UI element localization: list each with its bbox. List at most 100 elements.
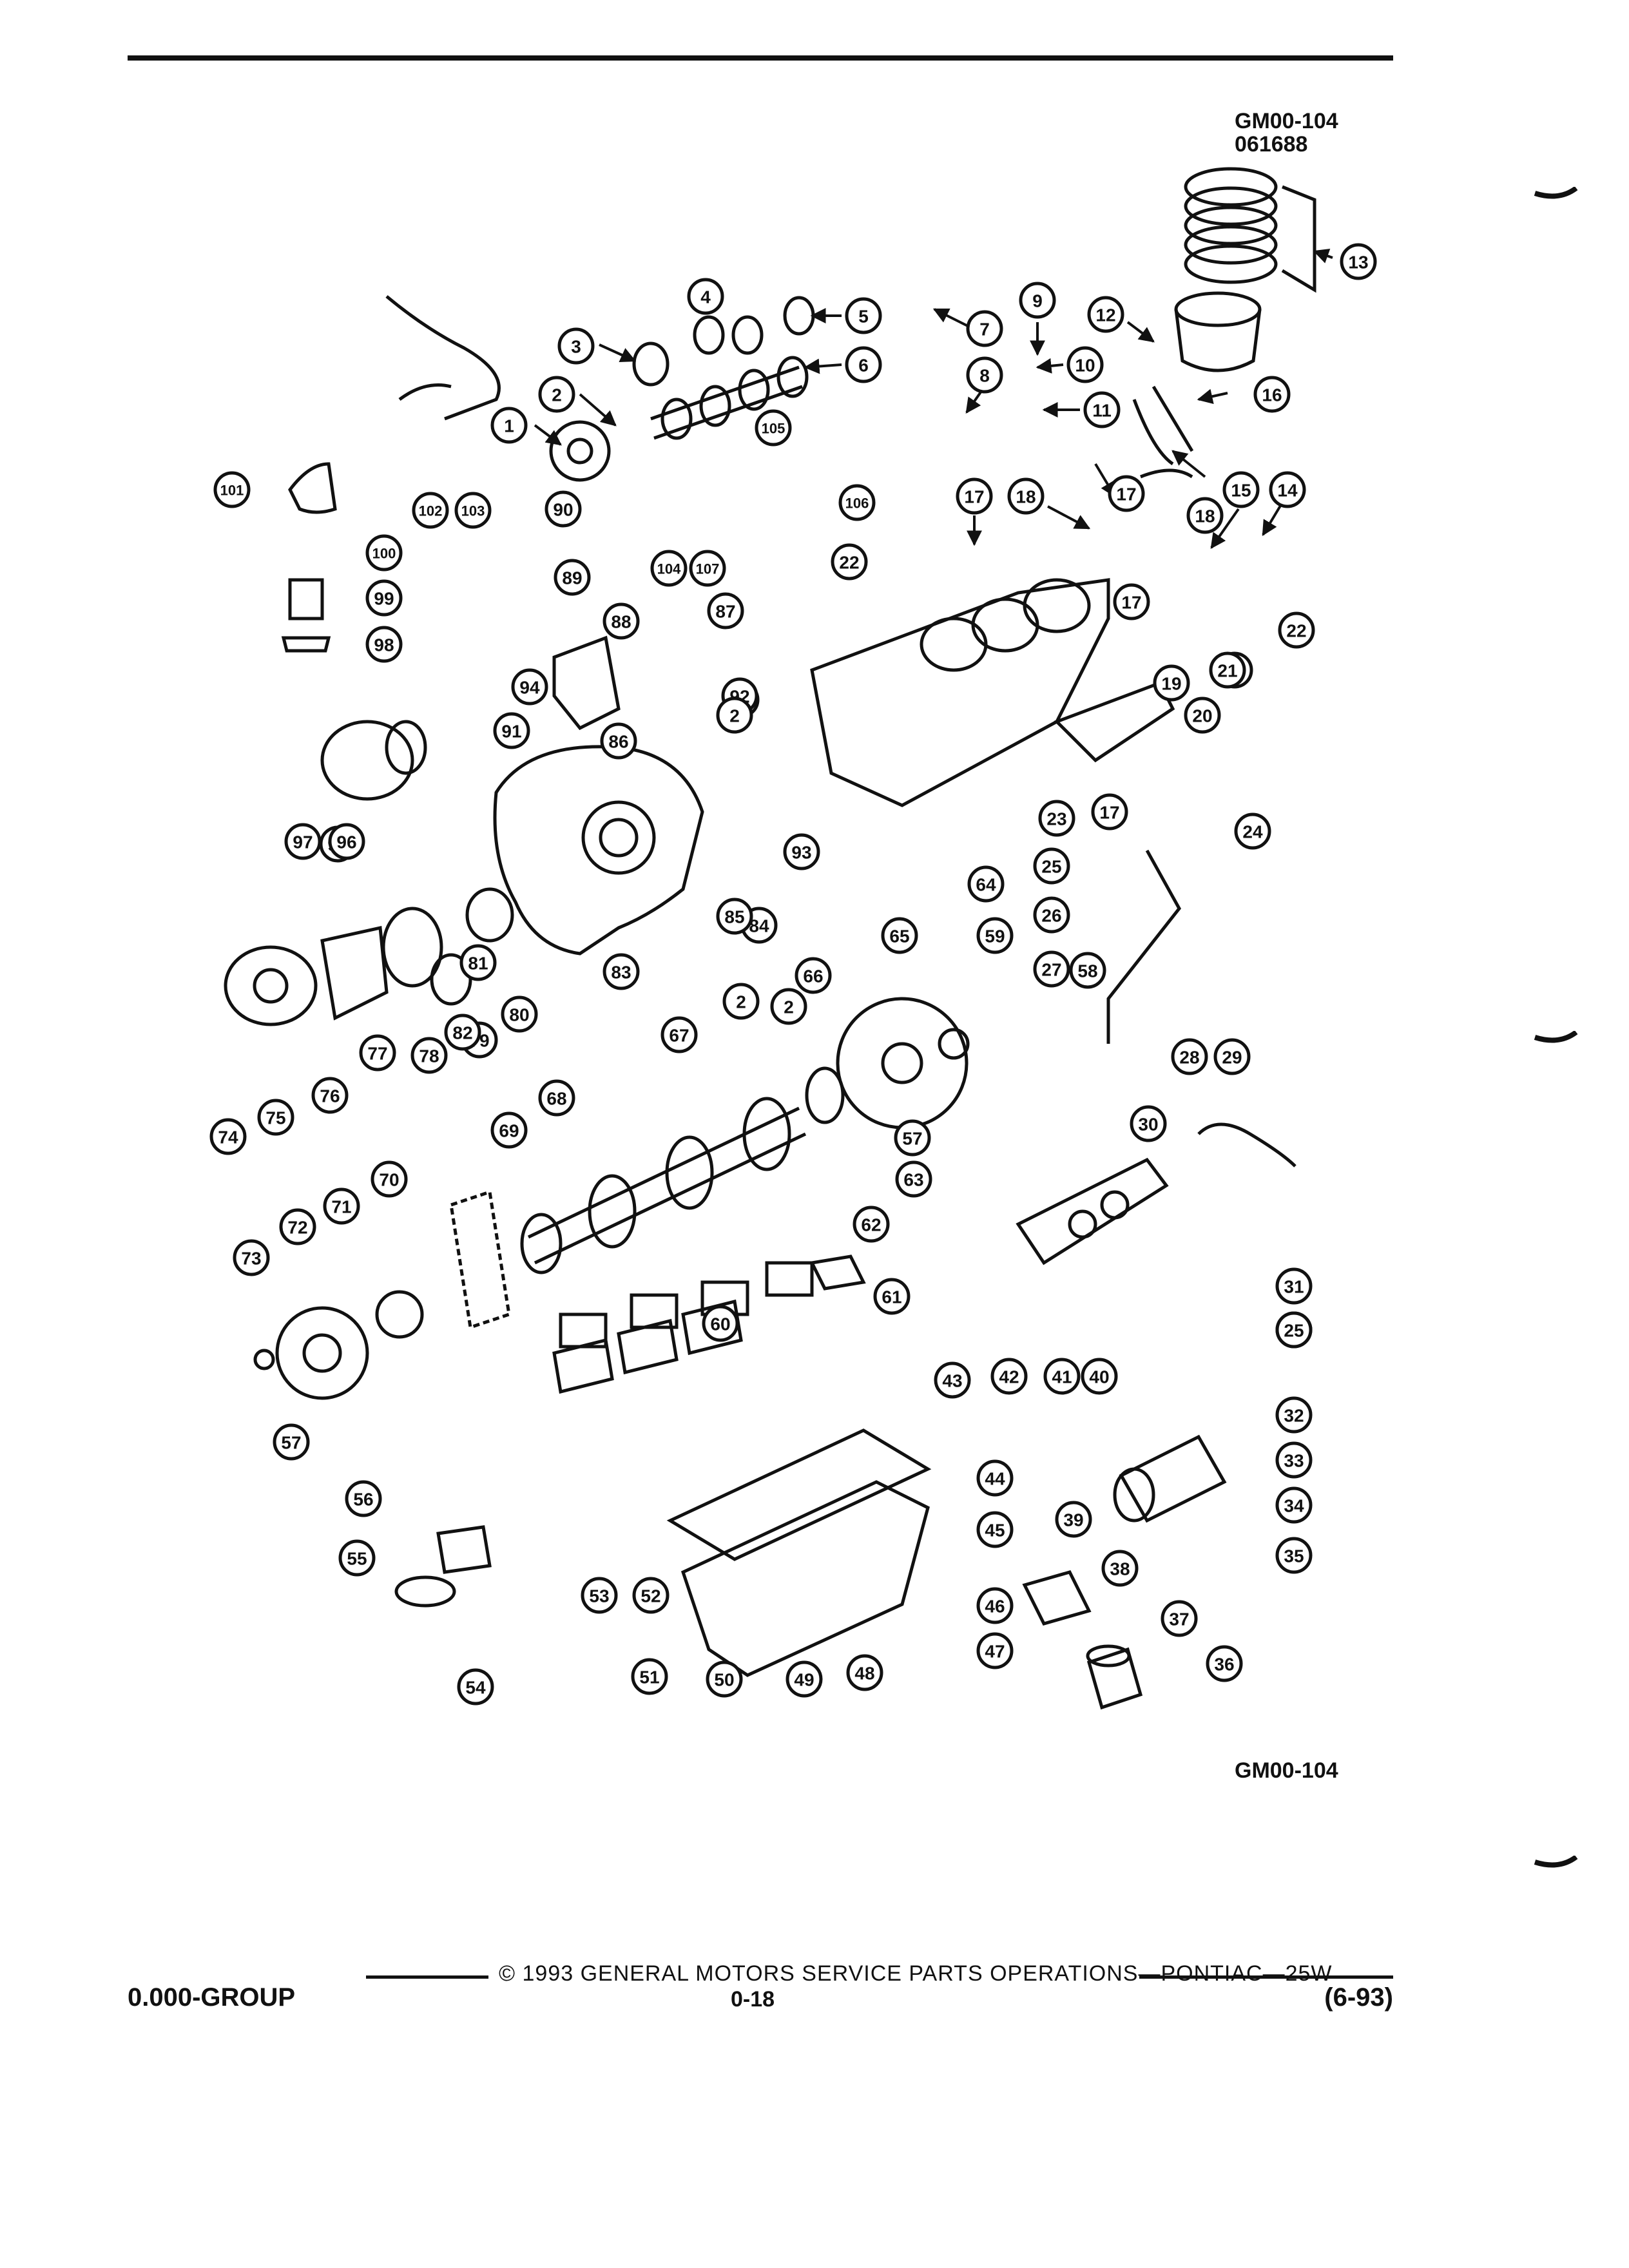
callout-circle: [1275, 1441, 1313, 1479]
callout-number: 86: [608, 732, 628, 752]
callout-number: 63: [903, 1170, 923, 1190]
callout-circle: [956, 477, 993, 515]
callout-circle: [1087, 296, 1124, 333]
callout-57: 57: [273, 1423, 310, 1461]
callout-number: 43: [942, 1371, 962, 1391]
callout-13: 13: [1340, 243, 1377, 280]
callout-number: 81: [468, 954, 488, 974]
callout-100: 100: [365, 534, 403, 572]
callout-circle: [1209, 651, 1246, 689]
callout-14: 14: [1269, 471, 1306, 508]
callout-number: 17: [964, 487, 984, 507]
callout-number: 76: [320, 1086, 340, 1106]
callout-circle: [213, 471, 251, 508]
callout-circle: [1081, 1358, 1118, 1395]
revision-date: (6-93): [1324, 1983, 1393, 2012]
callout-number: 39: [1063, 1510, 1083, 1530]
callout-18: 18: [1186, 497, 1224, 534]
callout-circle: [1066, 346, 1104, 383]
callout-number: 10: [1075, 356, 1095, 376]
binding-mark: [1534, 187, 1578, 199]
callout-number: 106: [845, 495, 869, 512]
callout-circle: [323, 1187, 360, 1225]
callout-number: 64: [976, 875, 996, 895]
callout-circle: [545, 490, 582, 528]
callout-circle: [1340, 243, 1377, 280]
callout-number: 13: [1348, 253, 1368, 273]
callout-number: 38: [1110, 1559, 1130, 1579]
callout-number: 96: [336, 832, 356, 852]
callout-number: 91: [501, 722, 521, 742]
callout-circle: [279, 1208, 316, 1245]
callout-circle: [1069, 952, 1106, 989]
callout-number: 36: [1214, 1655, 1234, 1675]
callout-12: 12: [1087, 296, 1124, 333]
callout-circle: [976, 1459, 1014, 1497]
callout-circle: [454, 492, 492, 529]
callout-layer: 1234567891011121314151617181819202122221…: [209, 243, 1377, 1706]
callout-number: 19: [1161, 674, 1181, 694]
callout-17: 17: [956, 477, 993, 515]
callout-circle: [1101, 1550, 1139, 1587]
callout-circle: [894, 1119, 931, 1157]
callout-87: 87: [707, 592, 744, 629]
callout-41: 41: [1043, 1358, 1081, 1395]
callout-number: 8: [979, 366, 990, 386]
callout-circle: [538, 376, 575, 413]
cam-sprocket: [549, 420, 611, 482]
callout-number: 52: [641, 1586, 660, 1606]
callout-number: 29: [1222, 1048, 1242, 1068]
callout-circle: [976, 1632, 1014, 1669]
callout-50: 50: [706, 1660, 743, 1698]
callout-number: 70: [379, 1170, 399, 1190]
callout-number: 94: [519, 678, 540, 698]
callout-number: 51: [639, 1667, 659, 1687]
callout-circle: [490, 407, 528, 444]
callout-70: 70: [371, 1160, 408, 1198]
callout-circle: [716, 898, 753, 935]
callout-94: 94: [511, 668, 548, 706]
callout-circle: [493, 712, 530, 749]
callout-circle: [1186, 497, 1224, 534]
callout-59: 59: [976, 917, 1014, 954]
callout-40: 40: [1081, 1358, 1118, 1395]
callout-circle: [1108, 475, 1145, 512]
callout-circle: [707, 592, 744, 629]
callout-3: 3: [557, 327, 595, 365]
callout-number: 12: [1095, 305, 1115, 325]
callout-number: 17: [1116, 485, 1136, 505]
callout-number: 2: [729, 706, 740, 726]
callout-29: 29: [1213, 1038, 1251, 1075]
callout-number: 40: [1089, 1367, 1109, 1387]
callout-17: 17: [1091, 793, 1128, 831]
callout-51: 51: [631, 1658, 668, 1695]
callout-26: 26: [1033, 896, 1070, 934]
callout-85: 85: [716, 898, 753, 935]
callout-number: 107: [696, 561, 720, 577]
callout-number: 6: [858, 356, 869, 376]
callout-circle: [1213, 1038, 1251, 1075]
callout-number: 74: [218, 1128, 238, 1148]
callout-number: 89: [562, 568, 582, 588]
callout-11: 11: [1083, 391, 1121, 428]
callout-42: 42: [990, 1358, 1028, 1395]
callout-circle: [722, 983, 760, 1020]
callout-circle: [755, 409, 792, 447]
callout-circle: [845, 297, 882, 334]
callout-number: 53: [589, 1586, 609, 1606]
piston: [1174, 291, 1262, 372]
callout-76: 76: [311, 1077, 349, 1114]
callout-number: 23: [1046, 809, 1066, 829]
callout-circle: [1222, 471, 1260, 508]
callout-circle: [716, 697, 753, 734]
callout-circle: [967, 865, 1005, 903]
callout-number: 101: [220, 483, 244, 499]
callout-circle: [831, 543, 868, 581]
callout-circle: [365, 579, 403, 617]
callout-19: 19: [1153, 664, 1190, 702]
callout-47: 47: [976, 1632, 1014, 1669]
callout-20: 20: [1184, 697, 1221, 734]
callout-circle: [702, 1305, 739, 1342]
intake-manifold: [1016, 1157, 1169, 1265]
callout-number: 54: [465, 1678, 486, 1698]
